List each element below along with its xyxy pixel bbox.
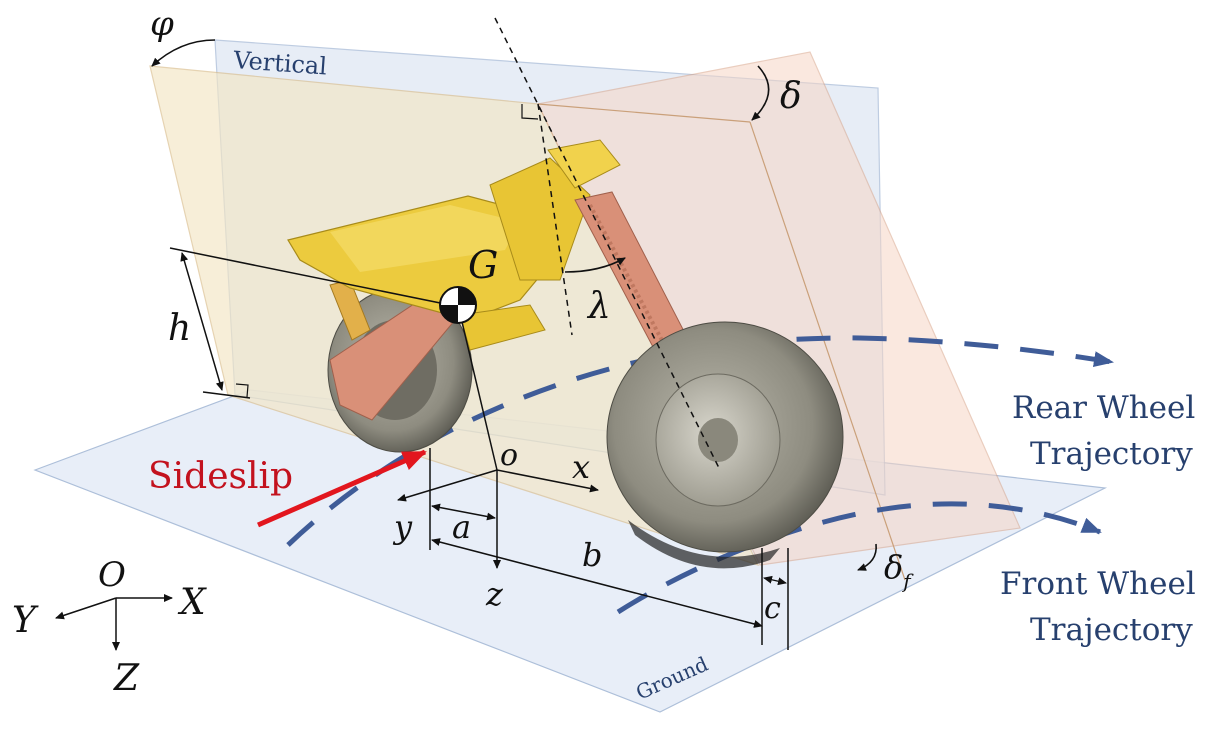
global-z-symbol: Z <box>113 658 140 699</box>
x-symbol: x <box>572 448 590 486</box>
delta-arc <box>751 65 770 121</box>
y-symbol: y <box>392 508 413 546</box>
lambda-symbol: λ <box>586 286 611 327</box>
phi-arc <box>151 39 216 67</box>
h-dimension-arrow <box>180 252 224 391</box>
steering-plane-edge-2 <box>749 121 906 581</box>
a-dimension-arrow <box>431 503 496 521</box>
h-symbol: h <box>168 308 191 349</box>
right-angle-mark-bottom <box>235 383 249 398</box>
rear-trajectory-label-line1: Rear Wheel <box>1012 390 1195 426</box>
lambda-arc <box>564 257 626 273</box>
front-trajectory-label-line2: Trajectory <box>1030 612 1193 648</box>
rear-trajectory-label-line2: Trajectory <box>1030 436 1193 472</box>
y-axis <box>397 469 498 502</box>
right-angle-mark-top <box>521 104 539 120</box>
c-symbol: c <box>764 591 781 626</box>
global-x-symbol: X <box>177 582 207 623</box>
global-frame <box>55 594 173 651</box>
phi-symbol: φ <box>150 4 174 44</box>
b-symbol: b <box>582 536 602 574</box>
center-of-gravity-marker <box>439 286 477 324</box>
delta-f-arc <box>857 543 877 571</box>
h-bottom-line <box>202 391 251 399</box>
sideslip-label: Sideslip <box>148 456 293 497</box>
delta-symbol: δ <box>780 76 802 117</box>
g-symbol: G <box>468 243 498 287</box>
vertical-reference-line <box>537 103 573 336</box>
sideslip-arrow <box>256 449 427 528</box>
c-dimension-arrow <box>763 575 787 586</box>
vertical-label: Vertical <box>232 46 328 81</box>
z-symbol: z <box>485 575 504 613</box>
o-symbol: o <box>500 438 518 473</box>
g-to-origin-line <box>457 304 498 471</box>
global-y-symbol: Y <box>12 600 39 641</box>
x-axis <box>496 469 599 493</box>
global-origin-symbol: O <box>98 555 126 595</box>
steering-axis <box>494 17 721 471</box>
steering-plane-edge <box>537 103 751 123</box>
a-symbol: a <box>452 508 471 546</box>
b-dimension-arrow <box>431 538 763 628</box>
chassis-frame <box>287 139 621 351</box>
front-wheel <box>606 321 844 569</box>
front-trajectory-label-line1: Front Wheel <box>1000 566 1196 602</box>
